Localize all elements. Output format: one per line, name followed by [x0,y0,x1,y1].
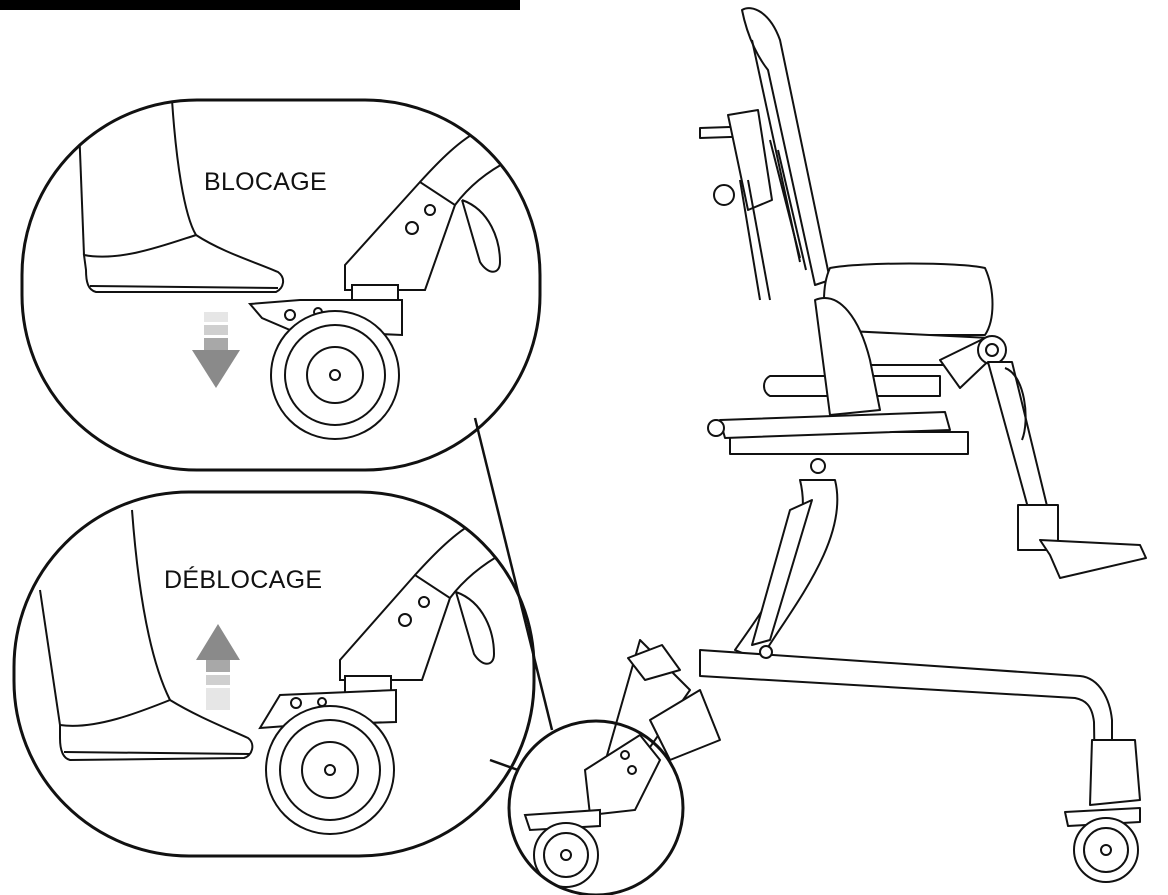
lock-label: BLOCAGE [204,168,327,196]
arrow-down-icon [192,312,240,388]
foot-plate [1039,539,1147,579]
base-bar [699,649,1113,791]
caster-wheel [265,705,395,835]
detail-circle [507,719,685,895]
callout-connectors [473,417,554,772]
header-bar [0,0,520,10]
arrow-up-icon [196,624,240,710]
unlock-label: DÉBLOCAGE [164,566,323,594]
backrest [741,7,831,286]
caster-stem [339,573,452,681]
caster-stem [344,180,457,291]
caster-wheel [1073,817,1139,883]
unlock-callout [12,490,536,858]
leg-rest [987,361,1049,516]
shower-chair [599,7,1147,883]
lock-callout [20,98,542,472]
shoe [82,233,284,293]
shoe [59,698,254,762]
caster-wheel [270,310,400,440]
